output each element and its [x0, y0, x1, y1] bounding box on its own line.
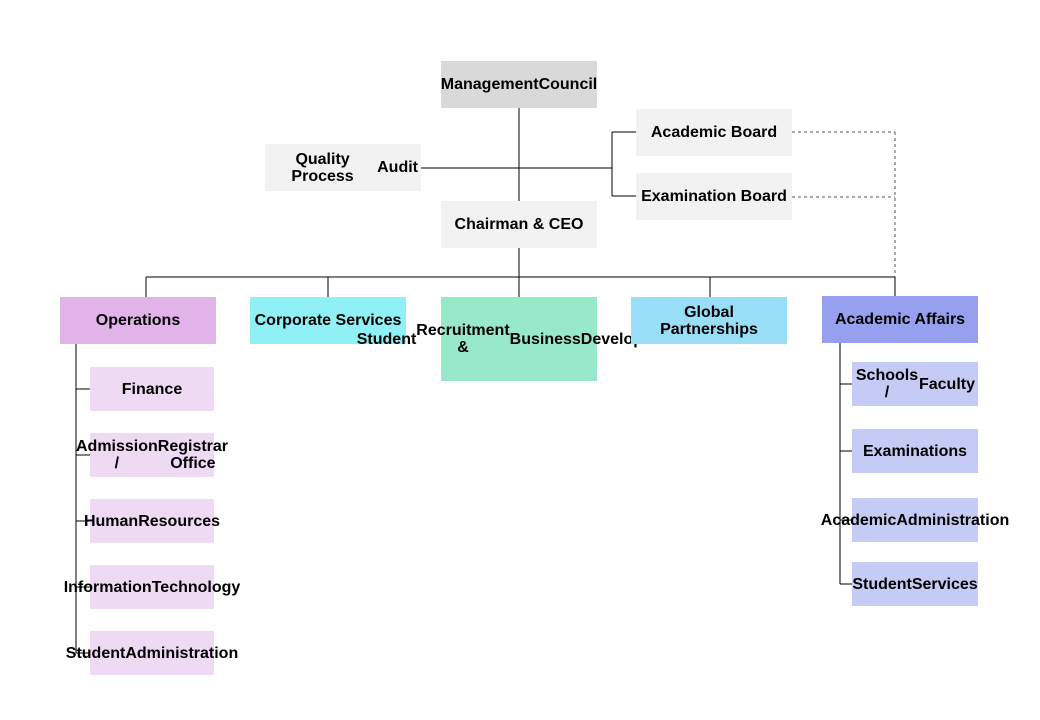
- label-line: Council: [538, 76, 598, 93]
- label-line: Chairman & CEO: [454, 216, 584, 233]
- label-line: Student: [65, 644, 126, 662]
- label-line: Quality Process: [291, 150, 354, 185]
- label-line: Finance: [121, 380, 183, 398]
- examinations-box: Examinations: [852, 429, 978, 473]
- academic-affairs-box: Academic Affairs: [822, 296, 978, 343]
- label-line: Audit: [377, 159, 418, 176]
- label-line: Academic: [820, 511, 897, 529]
- academic-board-box: Academic Board: [636, 109, 792, 156]
- information-technology-box: Information Technology: [64, 565, 240, 609]
- label-line: Schools /: [855, 367, 919, 401]
- label-line: Human: [83, 512, 139, 530]
- label-line: Management: [440, 76, 539, 93]
- label-line: Administration: [896, 511, 1010, 529]
- label-line: Technology: [151, 578, 241, 596]
- operations-box: Operations: [60, 297, 216, 344]
- schools-faculty-box: Schools / Faculty: [852, 362, 978, 406]
- label-line: Information: [63, 578, 152, 596]
- student-services-box: Student Services: [852, 562, 978, 606]
- academic-administration-box: Academic Administration: [821, 498, 1009, 542]
- student-administration-box: Student Administration: [66, 631, 238, 675]
- label-line: Examination Board: [641, 188, 787, 205]
- finance-box: Finance: [90, 367, 214, 411]
- student-recruitment-box: Student Recruitment & Business Developme…: [357, 297, 681, 381]
- quality-process-audit-box: Quality Process Audit: [265, 144, 421, 191]
- label-line: Administration: [125, 644, 239, 662]
- admission-registrar-box: Admission / Registrar Office: [76, 433, 228, 477]
- label-line: Academic Affairs: [834, 311, 966, 328]
- label-line: Academic Board: [650, 124, 778, 141]
- corporate-services-box: Corporate Services: [250, 297, 406, 344]
- label-line: Student: [356, 330, 417, 348]
- human-resources-box: Human Resources: [84, 499, 220, 543]
- examination-board-box: Examination Board: [636, 173, 792, 220]
- label-line: Admission /: [75, 438, 158, 472]
- label-line: Business: [509, 330, 581, 348]
- label-line: Recruitment &: [416, 322, 510, 356]
- label-line: Student: [852, 575, 912, 593]
- management-council-box: Management Council: [441, 61, 597, 108]
- label-line: Services: [911, 575, 978, 593]
- label-line: Resources: [138, 512, 221, 530]
- label-line: Operations: [95, 312, 181, 329]
- chairman-ceo-box: Chairman & CEO: [441, 201, 597, 248]
- label-line: Registrar Office: [157, 438, 229, 472]
- label-line: Faculty: [918, 375, 975, 393]
- label-line: Examinations: [862, 442, 968, 460]
- label-line: Corporate Services: [254, 312, 402, 329]
- label-line: Global Partnerships: [660, 303, 758, 338]
- global-partnerships-box: Global Partnerships: [631, 297, 787, 344]
